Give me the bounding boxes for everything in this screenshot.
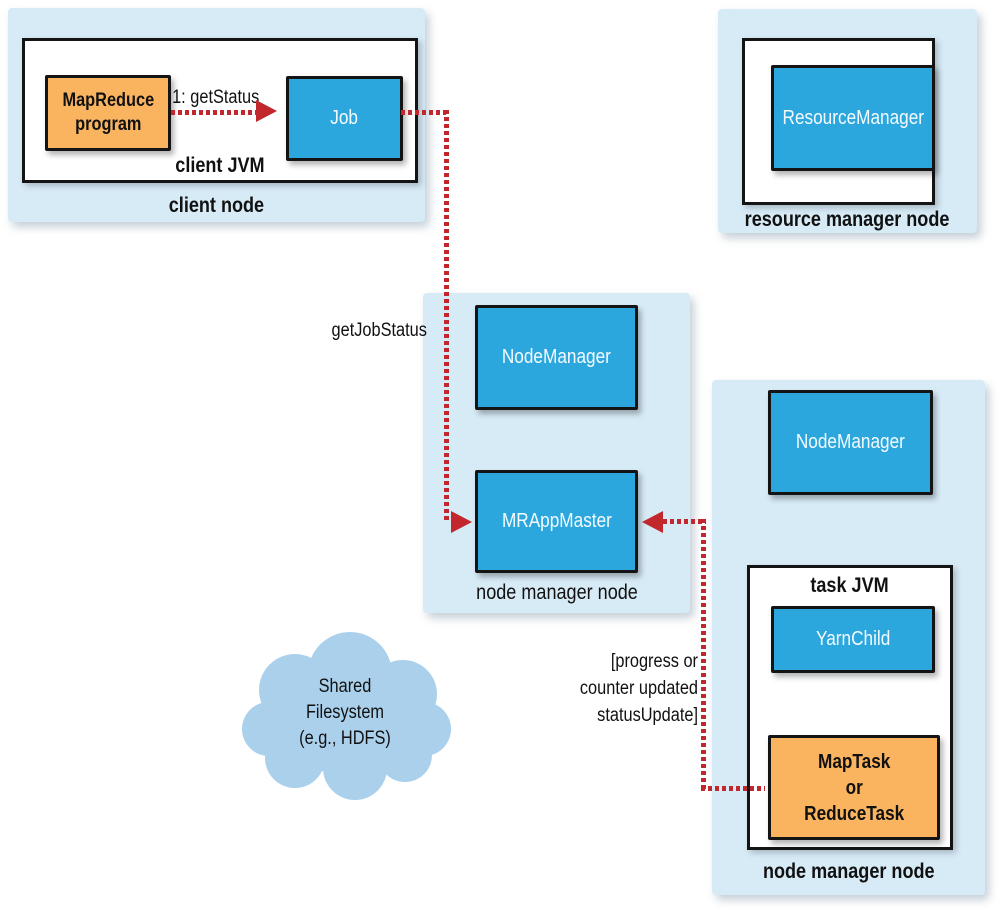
status-update-line-top	[663, 519, 706, 524]
cloud-icon	[242, 632, 451, 800]
resource-manager-inner-box: ResourceManager	[742, 38, 935, 205]
maptask-reducetask-box: MapTask or ReduceTask	[768, 735, 940, 840]
get-job-status-arrow-label: getJobStatus	[331, 320, 427, 341]
resourcemanager-label: ResourceManager	[782, 106, 924, 129]
get-status-arrow-label: 1: getStatus	[172, 87, 260, 108]
task-label-line1: MapTask	[817, 750, 891, 773]
mrappmaster-label: MRAppMaster	[501, 510, 612, 532]
resourcemanager-box: ResourceManager	[771, 65, 935, 171]
client-node-container: MapReduce program Job client JVM client …	[8, 8, 425, 222]
client-jvm-box: MapReduce program Job client JVM	[22, 38, 418, 183]
nodemanager-center-label: NodeManager	[501, 346, 612, 368]
mapreduce-program-label-line2: program	[74, 114, 142, 135]
mapreduce-program-label-line1: MapReduce	[62, 90, 154, 111]
yarnchild-label: YarnChild	[815, 628, 891, 650]
get-job-status-arrowhead-icon	[451, 511, 472, 533]
client-jvm-label: client JVM	[175, 154, 265, 177]
job-label: Job	[330, 107, 359, 129]
task-jvm-box: task JVM YarnChild MapTask or ReduceTask	[747, 565, 953, 850]
job-box: Job	[286, 76, 403, 161]
get-job-status-line-top	[401, 110, 446, 115]
nodemanager-right-label: NodeManager	[795, 431, 906, 453]
mrappmaster-box: MRAppMaster	[475, 470, 638, 573]
get-job-status-line-vertical	[444, 110, 449, 522]
yarnchild-box: YarnChild	[771, 606, 935, 673]
task-jvm-label: task JVM	[810, 574, 890, 597]
client-node-label: client node	[168, 194, 265, 217]
node-manager-center-label: node manager node	[475, 581, 638, 604]
node-manager-right-container: NodeManager task JVM YarnChild MapTask o…	[712, 380, 985, 895]
status-update-line-vertical	[701, 519, 706, 791]
nodemanager-right-box: NodeManager	[768, 390, 933, 495]
resource-manager-node-label: resource manager node	[745, 208, 950, 231]
shared-filesystem-label: Shared Filesystem (e.g., HDFS)	[299, 676, 391, 749]
resource-manager-node-container: ResourceManager resource manager node	[718, 9, 977, 233]
status-update-arrow-label: [progress or counter updated statusUpdat…	[579, 651, 698, 726]
nodemanager-center-box: NodeManager	[475, 305, 638, 410]
status-update-line-bottom	[701, 786, 765, 791]
task-label-line3: ReduceTask	[803, 802, 905, 825]
task-label-line2: or	[845, 776, 863, 799]
node-manager-right-label: node manager node	[762, 860, 935, 883]
mapreduce-program-box: MapReduce program	[45, 75, 171, 151]
status-update-arrowhead-icon	[642, 511, 663, 533]
get-status-arrow-line	[171, 110, 256, 115]
get-status-arrowhead-icon	[256, 100, 277, 122]
node-manager-center-container: NodeManager MRAppMaster node manager nod…	[423, 293, 690, 613]
shared-filesystem-cloud: Shared Filesystem (e.g., HDFS)	[235, 628, 455, 813]
